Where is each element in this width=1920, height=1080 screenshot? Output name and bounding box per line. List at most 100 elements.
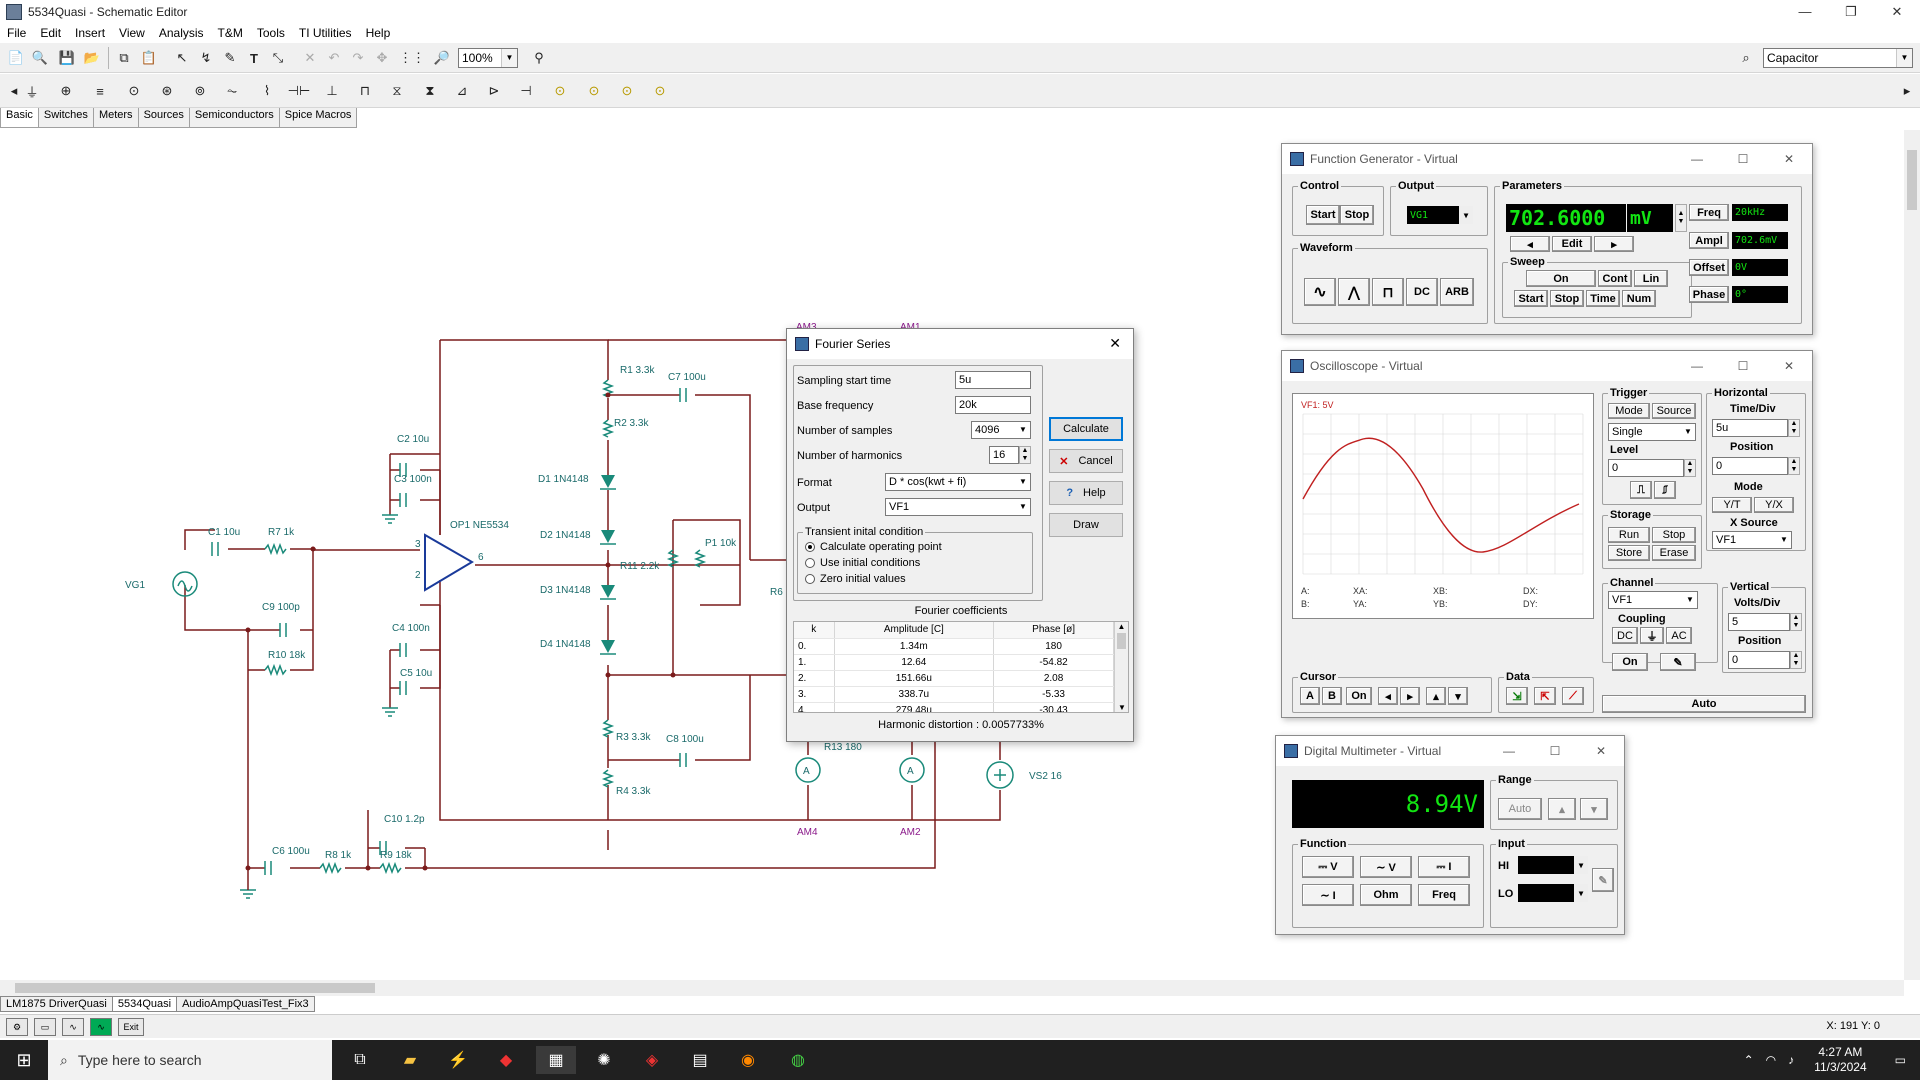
controlled-source-icon[interactable]: ⊛ (161, 83, 173, 98)
osc-run-button[interactable]: Run (1608, 527, 1650, 543)
osc-ac-button[interactable]: AC (1666, 627, 1692, 644)
osc-dc-button[interactable]: DC (1612, 627, 1638, 644)
osc-minimize-button[interactable]: — (1691, 359, 1703, 373)
grid-icon[interactable]: ⋮⋮ (399, 50, 425, 65)
osc-timediv-spinner[interactable]: ▲▼ (1788, 419, 1800, 437)
triangle-wave-icon[interactable]: ⋀ (1338, 278, 1370, 306)
dmm-aci-button[interactable]: ∼ I (1302, 884, 1354, 906)
probe-icon[interactable]: ⚲ (534, 50, 544, 65)
vcvs-icon[interactable]: ⊚ (194, 83, 206, 98)
save-icon[interactable]: 💾 (58, 50, 76, 65)
text-icon[interactable]: T (250, 50, 258, 66)
menu-help[interactable]: Help (365, 26, 391, 40)
wattmeter-icon[interactable]: ⊙ (654, 83, 666, 98)
osc-vpos-input[interactable]: 0 (1728, 651, 1790, 669)
data-clear-icon[interactable]: ⟋ (1562, 687, 1584, 705)
osc-cursor-a-button[interactable]: A (1300, 687, 1320, 705)
component-search-select[interactable]: Capacitor ▼ (1763, 48, 1913, 68)
osc-trigger-mode-button[interactable]: Mode (1608, 403, 1650, 419)
osc-cursor-on-button[interactable]: On (1346, 687, 1372, 705)
pen-icon[interactable]: ✎ (224, 50, 236, 65)
zoom-select[interactable]: 100% ▼ (458, 48, 518, 68)
osc-store-button[interactable]: Store (1608, 545, 1650, 561)
shield-app-icon[interactable]: ◆ (499, 1052, 513, 1069)
open-icon[interactable]: 🔍 (31, 50, 49, 65)
paste-icon[interactable]: 📋 (140, 50, 158, 65)
fg-minimize-button[interactable]: — (1691, 152, 1703, 166)
format-select[interactable]: D * cos(kwt + fi) ▼ (885, 473, 1031, 491)
source-icon[interactable]: ≡ (96, 83, 104, 99)
harmonics-spinner[interactable]: ▲▼ (1019, 446, 1031, 464)
capacitor-icon[interactable]: ⊣⊢ (287, 83, 311, 98)
copy-icon[interactable]: ⧉ (119, 50, 129, 65)
file-explorer-icon[interactable]: ▰ (403, 1052, 417, 1069)
vertical-scrollbar[interactable] (1904, 130, 1920, 980)
tab-meters[interactable]: Meters (92, 108, 139, 128)
file-tab-5534quasi[interactable]: 5534Quasi (111, 996, 178, 1012)
osc-level-spinner[interactable]: ▲▼ (1684, 459, 1696, 477)
fg-arb-button[interactable]: ARB (1440, 278, 1474, 306)
chevron-down-icon[interactable]: ▼ (1118, 703, 1126, 712)
sketchup-icon[interactable]: ◈ (645, 1052, 659, 1069)
fg-freq-button[interactable]: Freq (1689, 204, 1729, 221)
cursor-up-icon[interactable]: ▴ (1426, 687, 1446, 705)
dmm-dcv-button[interactable]: ⎓ V (1302, 856, 1354, 878)
menu-file[interactable]: File (7, 26, 27, 40)
osc-screen[interactable]: VF1: 5V A: B: XA: YA: XB: YB: DX: DY: (1292, 393, 1594, 619)
dmm-dci-button[interactable]: ⎓ I (1418, 856, 1470, 878)
menu-view[interactable]: View (119, 26, 145, 40)
osc-timediv-input[interactable]: 5u (1712, 419, 1788, 437)
tunnel-icon[interactable]: ⊳ (488, 83, 500, 98)
fg-sweep-start-button[interactable]: Start (1514, 290, 1548, 307)
chevron-up-icon[interactable]: ⌃ (1743, 1053, 1754, 1067)
table-row[interactable]: 1. 12.64 -54.82 (794, 654, 1114, 671)
osc-hpos-spinner[interactable]: ▲▼ (1788, 457, 1800, 475)
menu-tools[interactable]: Tools (256, 26, 285, 40)
fourier-close-button[interactable]: ✕ (1109, 335, 1121, 351)
fg-left-arrow[interactable]: ◂ (1510, 236, 1550, 252)
tab-sources[interactable]: Sources (137, 108, 190, 128)
fg-dc-button[interactable]: DC (1406, 278, 1438, 306)
windows-start-icon[interactable]: ⊞ (16, 1049, 32, 1070)
editor-app-icon[interactable]: ▤ (692, 1052, 708, 1069)
radio-use-initial[interactable]: Use initial conditions (805, 557, 920, 569)
dmm-maximize-button[interactable]: ☐ (1549, 744, 1561, 758)
coefficients-table-container[interactable]: k Amplitude [C] Phase [ø] 0. 1.34m 180 1… (793, 621, 1129, 713)
sine-wave-icon[interactable]: ∿ (1304, 278, 1336, 306)
cursor-right-icon[interactable]: ▸ (1400, 687, 1420, 705)
horizontal-scrollbar[interactable] (0, 980, 1904, 996)
chrome-icon[interactable]: ◍ (791, 1052, 805, 1069)
rising-edge-icon[interactable]: ⎍ (1630, 481, 1652, 499)
fg-offset-button[interactable]: Offset (1689, 259, 1729, 276)
dmm-ohm-button[interactable]: Ohm (1360, 884, 1412, 906)
fg-phase-button[interactable]: Phase (1689, 286, 1729, 303)
menu-edit[interactable]: Edit (40, 26, 62, 40)
sampling-start-input[interactable]: 5u (955, 371, 1031, 389)
fg-ampl-button[interactable]: Ampl (1689, 232, 1729, 249)
menu-tm[interactable]: T&M (217, 26, 243, 40)
osc-erase-button[interactable]: Erase (1652, 545, 1696, 561)
instrument-icon[interactable]: ▭ (34, 1018, 56, 1036)
osc-cursor-b-button[interactable]: B (1322, 687, 1342, 705)
draw-button[interactable]: Draw (1049, 513, 1123, 537)
volume-icon[interactable]: ♪ (1788, 1053, 1795, 1067)
fg-sweep-lin-button[interactable]: Lin (1634, 270, 1668, 287)
task-view-icon[interactable]: ⧉ (354, 1051, 366, 1068)
pen-icon[interactable]: ✎ (1660, 653, 1696, 671)
osc-vpos-spinner[interactable]: ▲▼ (1790, 651, 1802, 669)
dmm-minimize-button[interactable]: — (1503, 744, 1515, 758)
base-frequency-input[interactable]: 20k (955, 396, 1031, 414)
wifi-icon[interactable]: ◠ (1765, 1053, 1777, 1067)
select-arrow-icon[interactable]: ↖ (176, 50, 188, 65)
scrollbar-thumb[interactable] (1117, 633, 1126, 649)
relay-icon[interactable]: ⧖ (392, 83, 402, 98)
harmonics-input[interactable]: 16 (989, 446, 1019, 464)
osc-trigger-mode-select[interactable]: Single ▼ (1608, 423, 1696, 441)
wire-mode-icon[interactable]: ↯ (200, 50, 212, 65)
output-select[interactable]: VF1 ▼ (885, 498, 1031, 516)
diode-icon[interactable]: ⊿ (456, 83, 468, 98)
fg-start-button[interactable]: Start (1306, 205, 1340, 225)
fg-right-arrow[interactable]: ▸ (1594, 236, 1634, 252)
dmm-hi-select[interactable]: ▼ (1518, 856, 1588, 874)
table-row[interactable]: 4. 279.48u -30.43 (794, 702, 1114, 712)
